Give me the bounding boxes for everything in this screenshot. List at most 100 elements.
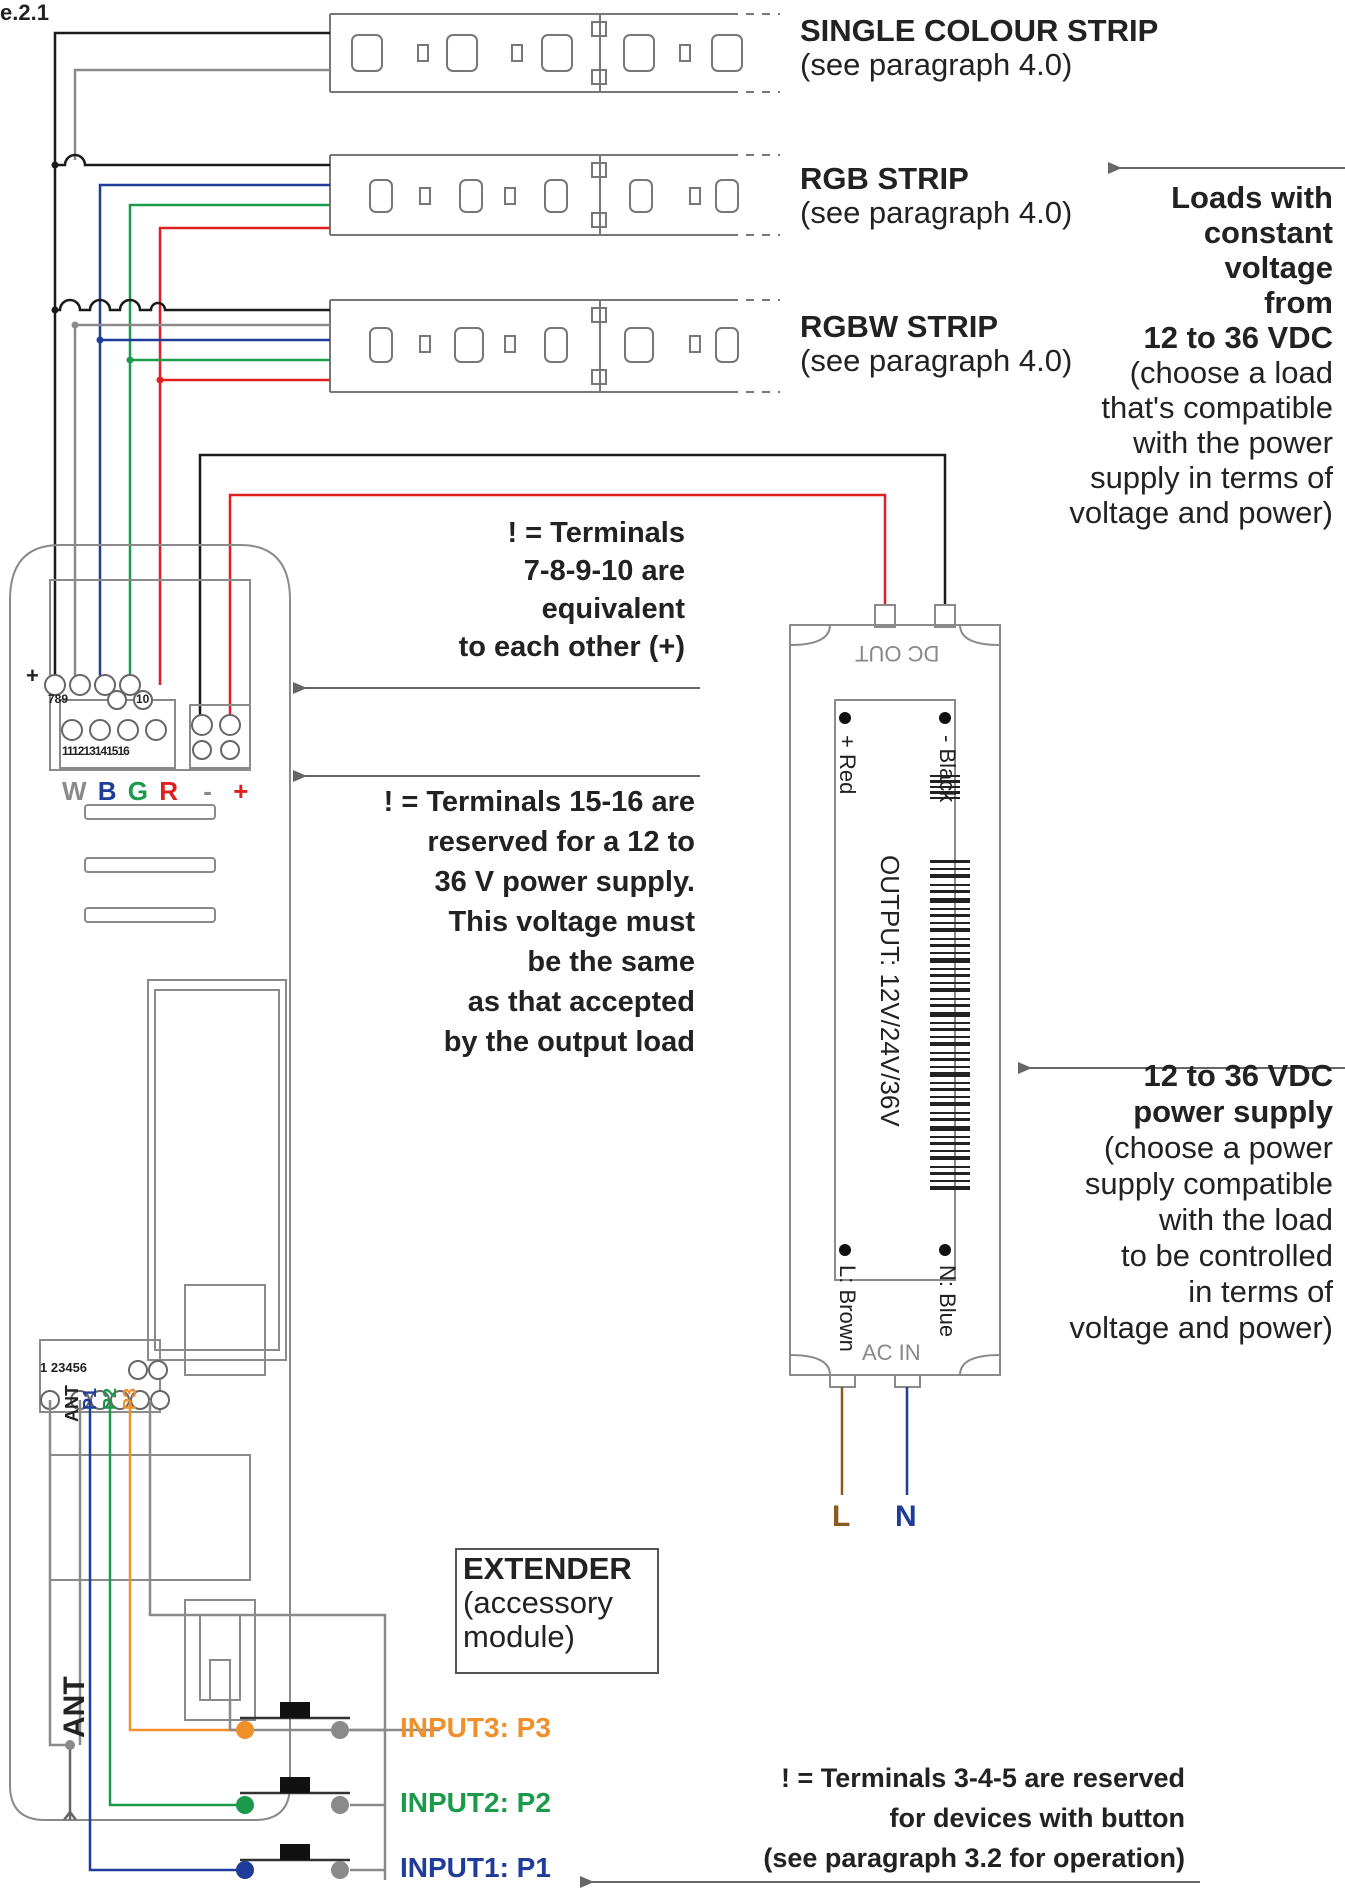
bottom-num: 3: [58, 1360, 66, 1375]
loads-note-line: supply in terms of: [1090, 460, 1333, 495]
terminal-nums-11-16: 111213141516: [62, 744, 130, 758]
extender-text: EXTENDER (accessory module): [463, 1552, 632, 1654]
push-buttons: [236, 1702, 385, 1879]
button-note-line: ! = Terminals 3-4-5 are reserved: [781, 1763, 1185, 1793]
psu-blue-label: N: Blue: [935, 1265, 960, 1338]
rgb-strip-label: RGB STRIP (see paragraph 4.0): [800, 162, 1072, 230]
p1-terminal-label: P1: [80, 1387, 100, 1410]
bottom-terminal-nums: 1 23456: [40, 1360, 87, 1375]
extender-line: (accessory: [463, 1585, 613, 1620]
extender-line: module): [463, 1619, 575, 1654]
channel-b: B: [97, 776, 119, 806]
ac-in-label: AC IN: [862, 1340, 921, 1365]
loads-note-line: voltage and power): [1069, 495, 1333, 530]
rgb-strip-title: RGB STRIP: [800, 161, 969, 196]
bottom-num: 6: [79, 1360, 88, 1375]
terminals-note-1-line: 7-8-9-10 are: [523, 555, 685, 587]
psu-note-line: supply compatible: [1084, 1166, 1333, 1201]
psu-note: 12 to 36 VDC power supply (choose a powe…: [1069, 1058, 1333, 1346]
figure-label: e.2.1: [0, 0, 49, 25]
single-strip-label: SINGLE COLOUR STRIP (see paragraph 4.0): [800, 14, 1158, 82]
terminals-note-2-line: 36 V power supply.: [434, 866, 695, 898]
strip-wires: [51, 31, 947, 720]
button-note-line: for devices with button: [889, 1803, 1185, 1833]
input1-label: INPUT1: P1: [400, 1852, 551, 1883]
loads-note-line: (choose a load: [1129, 355, 1333, 390]
antenna-label: ANT: [58, 1676, 91, 1738]
terminals-note-2-line: by the output load: [443, 1026, 695, 1058]
extender-title: EXTENDER: [463, 1551, 632, 1586]
line-l-label: L: [832, 1500, 851, 1533]
rgb-strip: [329, 154, 780, 236]
terminals-note-1-line: to each other (+): [458, 631, 685, 663]
terminals-note-1-line: equivalent: [541, 593, 685, 625]
terminal-num-10: 10: [136, 692, 150, 706]
single-colour-strip: [329, 13, 780, 93]
barcode: [930, 775, 970, 1190]
channel-letters: W B G R - +: [62, 776, 250, 807]
loads-note-line: Loads with: [1171, 180, 1333, 215]
rgbw-strip-label: RGBW STRIP (see paragraph 4.0): [800, 310, 1072, 378]
ac-wires: [840, 1387, 909, 1495]
bottom-num: 1: [40, 1360, 48, 1375]
psu-red-label: + Red: [835, 735, 860, 795]
psu-note-line: in terms of: [1188, 1274, 1333, 1309]
bottom-num: 4: [65, 1360, 73, 1375]
plus-sign: +: [26, 663, 39, 688]
bottom-num: 2: [50, 1360, 59, 1375]
terminals-note-2-line: ! = Terminals 15-16 are: [383, 786, 695, 818]
terminal-num: 11: [62, 744, 73, 758]
button-note-line: (see paragraph 3.2 for operation): [763, 1843, 1185, 1873]
psu-brown-label: L: Brown: [835, 1265, 860, 1352]
terminals-note-2-line: reserved for a 12 to: [427, 826, 695, 858]
input3-label: INPUT3: P3: [400, 1712, 551, 1743]
button-note: ! = Terminals 3-4-5 are reserved for dev…: [763, 1758, 1185, 1878]
psu-note-line: voltage and power): [1069, 1310, 1333, 1345]
channel-minus: -: [203, 776, 214, 806]
rgbw-strip-ref: (see paragraph 4.0): [800, 343, 1073, 378]
loads-note-line: voltage: [1224, 250, 1333, 285]
loads-note-line: from: [1264, 285, 1333, 320]
input2-label: INPUT2: P2: [400, 1787, 551, 1818]
terminal-num-789: 789: [48, 692, 69, 706]
neutral-n-label: N: [895, 1500, 917, 1533]
psu-black-label: - Black: [935, 735, 960, 803]
psu-output-label: OUTPUT: 12V/24V/36V: [875, 855, 905, 1127]
psu-note-line: to be controlled: [1121, 1238, 1333, 1273]
terminal-num: 15: [106, 744, 118, 758]
bottom-num: 5: [72, 1360, 80, 1375]
terminal-num: 16: [117, 744, 129, 758]
loads-note-line: 12 to 36 VDC: [1143, 320, 1333, 355]
terminal-num: 13: [83, 744, 95, 758]
psu-note-line: power supply: [1133, 1094, 1333, 1129]
extender-box: EXTENDER (accessory module): [455, 1548, 659, 1674]
psu-note-line: with the load: [1158, 1202, 1333, 1237]
psu-dots: [839, 712, 951, 1256]
channel-r: R: [159, 776, 181, 806]
channel-w: W: [62, 776, 89, 806]
pointer-arrows: [293, 162, 1345, 1888]
terminal-num: 14: [94, 744, 107, 758]
loads-note-line: with the power: [1133, 425, 1333, 460]
rgbw-strip-title: RGBW STRIP: [800, 309, 999, 344]
terminals-note-1-line: ! = Terminals: [507, 517, 685, 549]
terminal-num: 12: [72, 744, 84, 758]
rgbw-strip: [329, 299, 780, 393]
psu-note-line: 12 to 36 VDC: [1143, 1058, 1333, 1093]
channel-g: G: [127, 776, 151, 806]
terminals-note-1: ! = Terminals 7-8-9-10 are equivalent to…: [459, 514, 685, 666]
terminals-note-2: ! = Terminals 15-16 are reserved for a 1…: [384, 782, 695, 1062]
p3-terminal-label: P3: [120, 1387, 140, 1410]
terminals-note-2-line: be the same: [527, 946, 695, 978]
single-strip-title: SINGLE COLOUR STRIP: [800, 13, 1159, 48]
psu-note-line: (choose a power: [1103, 1130, 1333, 1165]
loads-note: Loads with constant voltage from 12 to 3…: [1069, 180, 1333, 530]
p2-terminal-label: P2: [100, 1387, 120, 1410]
loads-note-line: constant: [1203, 215, 1333, 250]
terminals-note-2-line: as that accepted: [467, 986, 695, 1018]
channel-plus: +: [233, 776, 251, 806]
dc-out-label: DC OUT: [855, 641, 940, 666]
input-wires: [48, 1400, 440, 1880]
single-strip-ref: (see paragraph 4.0): [800, 47, 1073, 82]
